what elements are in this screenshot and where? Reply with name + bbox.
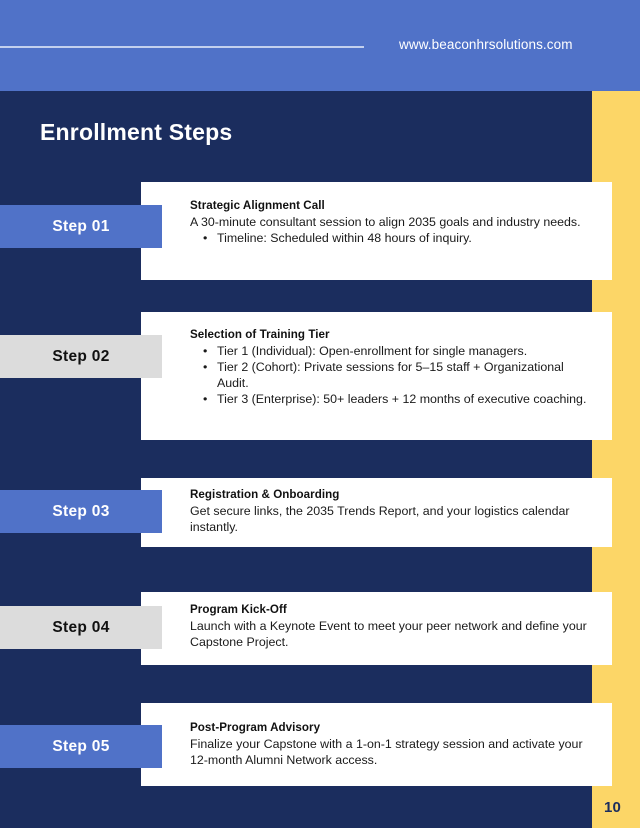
step-description: Finalize your Capstone with a 1-on-1 str… bbox=[190, 737, 583, 767]
step-heading: Selection of Training Tier bbox=[190, 328, 330, 341]
step-card-body: Selection of Training TierTier 1 (Indivi… bbox=[190, 327, 590, 407]
header-band: www.beaconhrsolutions.com bbox=[0, 0, 640, 91]
step-bullet-list: Timeline: Scheduled within 48 hours of i… bbox=[190, 230, 590, 246]
step-bullet-item: Tier 1 (Individual): Open-enrollment for… bbox=[190, 343, 590, 359]
step-badge-1[interactable]: Step 01 bbox=[0, 205, 162, 248]
step-heading: Post-Program Advisory bbox=[190, 721, 321, 734]
step-card bbox=[141, 592, 612, 665]
step-badge-4[interactable]: Step 04 bbox=[0, 606, 162, 649]
step-bullet-item: Timeline: Scheduled within 48 hours of i… bbox=[190, 230, 590, 246]
step-card bbox=[141, 703, 612, 786]
header-divider-line bbox=[0, 46, 364, 48]
step-badge-label: Step 01 bbox=[52, 217, 110, 235]
step-badge-label: Step 04 bbox=[52, 618, 110, 636]
step-bullet-item: Tier 3 (Enterprise): 50+ leaders + 12 mo… bbox=[190, 391, 590, 407]
step-heading: Strategic Alignment Call bbox=[190, 199, 325, 212]
step-card-body: Strategic Alignment Call A 30-minute cons… bbox=[190, 198, 590, 246]
website-url: www.beaconhrsolutions.com bbox=[399, 37, 573, 52]
page-number: 10 bbox=[604, 799, 622, 816]
step-card bbox=[141, 478, 612, 547]
step-description: Get secure links, the 2035 Trends Report… bbox=[190, 504, 570, 534]
step-badge-label: Step 03 bbox=[52, 502, 110, 520]
step-badge-label: Step 02 bbox=[52, 347, 110, 365]
page-title: Enrollment Steps bbox=[40, 119, 233, 145]
step-bullet-item: Tier 2 (Cohort): Private sessions for 5–… bbox=[190, 359, 590, 391]
step-heading: Registration & Onboarding bbox=[190, 488, 340, 501]
step-badge-label: Step 05 bbox=[52, 737, 110, 755]
step-description: Launch with a Keynote Event to meet your… bbox=[190, 619, 587, 649]
step-badge-2[interactable]: Step 02 bbox=[0, 335, 162, 378]
step-heading: Program Kick-Off bbox=[190, 603, 287, 616]
step-badge-3[interactable]: Step 03 bbox=[0, 490, 162, 533]
step-description: A 30-minute consultant session to align … bbox=[190, 215, 581, 229]
step-badge-5[interactable]: Step 05 bbox=[0, 725, 162, 768]
step-bullet-list: Tier 1 (Individual): Open-enrollment for… bbox=[190, 343, 590, 407]
